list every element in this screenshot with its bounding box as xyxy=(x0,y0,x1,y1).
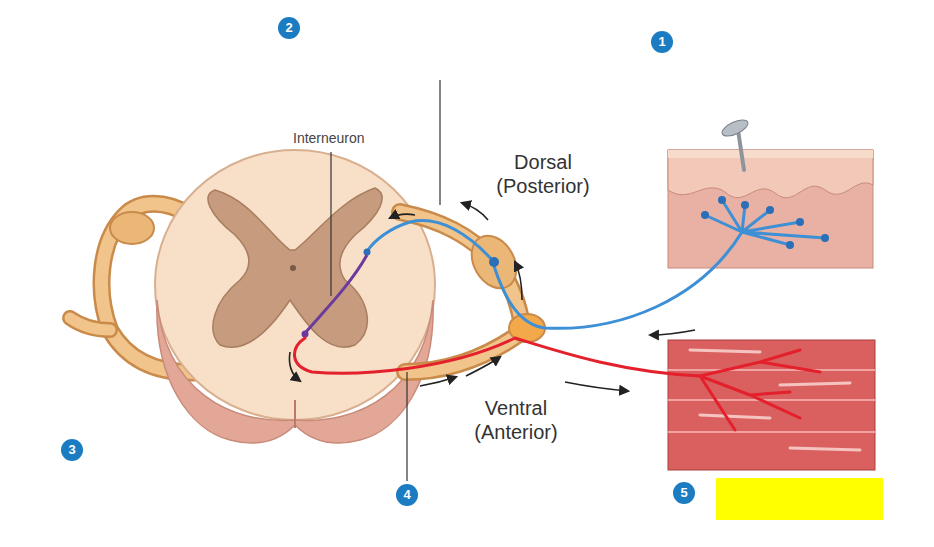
gray-matter xyxy=(208,188,382,347)
skin-block xyxy=(668,117,873,268)
white-matter xyxy=(155,150,435,420)
flow-arrows xyxy=(289,203,695,391)
sensory-endings xyxy=(705,200,825,245)
callout-number: 4 xyxy=(396,484,418,506)
pin-head xyxy=(720,117,750,140)
part-label: Interneuron xyxy=(293,130,365,146)
epidermis xyxy=(668,150,873,198)
sensory-axon xyxy=(494,232,742,328)
leader-line xyxy=(406,372,407,481)
callout-number: 3 xyxy=(61,439,83,461)
right-nerve-roots xyxy=(400,212,545,372)
spinal-nerve xyxy=(70,318,110,330)
muscle-fibers xyxy=(668,370,875,432)
answer-highlight xyxy=(716,478,883,520)
leader-line xyxy=(439,80,440,205)
muscle xyxy=(668,340,875,470)
muscle-block xyxy=(668,340,875,470)
spinal-cord xyxy=(155,150,435,443)
interneuron xyxy=(305,255,367,333)
region-label: Ventral (Anterior) xyxy=(454,396,578,444)
motor-endings xyxy=(700,350,820,430)
callout-number: 2 xyxy=(278,17,300,39)
dermis xyxy=(668,150,873,268)
ganglion xyxy=(110,212,154,244)
leader-line xyxy=(330,152,331,296)
synapse xyxy=(302,331,309,338)
region-label: Dorsal (Posterior) xyxy=(478,150,608,198)
skin-surface xyxy=(668,150,873,158)
ventral-fissure xyxy=(294,400,296,428)
sensory-axon-central xyxy=(368,221,494,262)
pin xyxy=(738,130,744,170)
callout-number: 1 xyxy=(651,31,673,53)
dorsal-root-ganglion xyxy=(463,228,526,296)
sensory-neuron xyxy=(364,196,830,328)
callout-number: 5 xyxy=(673,482,695,504)
motor-axon xyxy=(295,338,700,376)
central-canal xyxy=(290,265,296,271)
spinal-nerve-outline xyxy=(70,318,110,330)
muscle-nuclei xyxy=(690,350,860,450)
motor-neuron xyxy=(295,338,820,430)
